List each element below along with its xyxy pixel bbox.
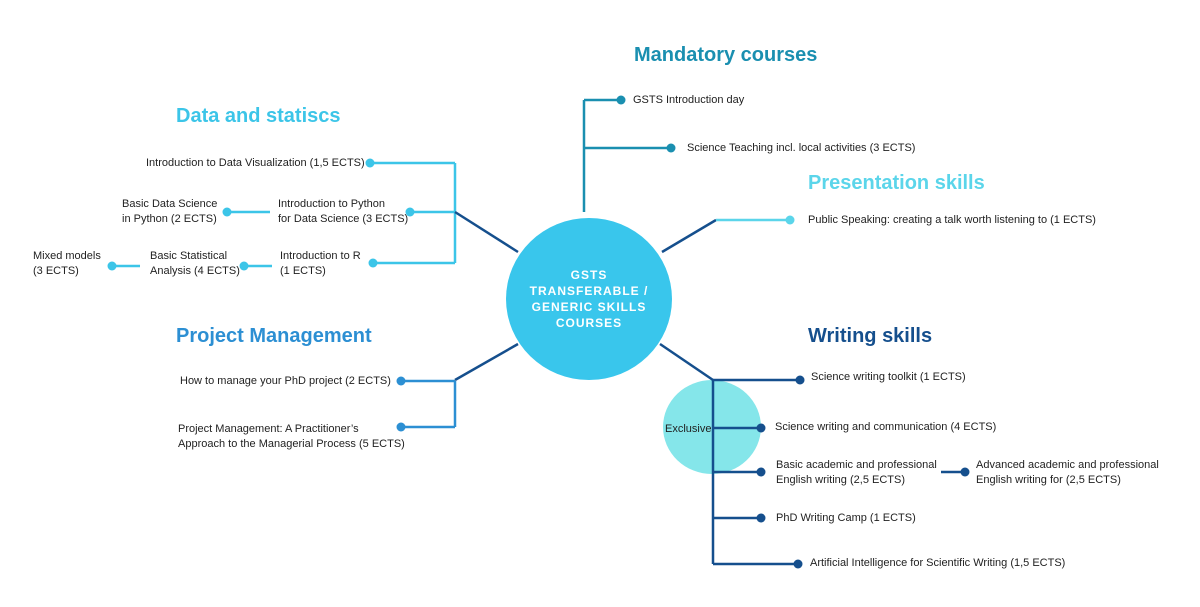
course-project-management[interactable]: Project Management: A Practitioner’s App… (178, 422, 405, 452)
course-line: Project Management: A Practitioner’s (178, 423, 359, 435)
data-node-dot (365, 158, 375, 168)
course-line: Analysis (4 ECTS) (150, 265, 240, 277)
course-line: Advanced academic and professional (976, 459, 1159, 471)
data-heading: Data and statiscs (176, 105, 341, 127)
presentation-connector (661, 218, 717, 254)
presentation-heading: Presentation skills (808, 172, 985, 194)
course-data-visualization[interactable]: Introduction to Data Visualization (1,5 … (146, 157, 365, 169)
data-node-dot (107, 261, 117, 271)
course-line: Introduction to R (280, 250, 361, 262)
course-ai-scientific-writing[interactable]: Artificial Intelligence for Scientific W… (810, 557, 1066, 569)
course-science-writing-toolkit[interactable]: Science writing toolkit (1 ECTS) (811, 371, 966, 383)
course-line: for Data Science (3 ECTS) (278, 213, 409, 225)
course-manage-phd-project[interactable]: How to manage your PhD project (2 ECTS) (180, 375, 391, 387)
data-node-dot (222, 207, 232, 217)
course-line: Approach to the Managerial Process (5 EC… (178, 438, 405, 450)
course-line: (3 ECTS) (33, 265, 79, 277)
course-science-teaching[interactable]: Science Teaching incl. local activities … (687, 142, 916, 154)
course-line: (1 ECTS) (280, 265, 326, 277)
writing-node-dot (793, 559, 803, 569)
data-connector (454, 210, 519, 254)
pm-heading: Project Management (176, 325, 372, 347)
data-node-dot (239, 261, 249, 271)
data-node-dot (368, 258, 378, 268)
course-line: English writing for (2,5 ECTS) (976, 474, 1121, 486)
course-introduction-to-r[interactable]: Introduction to R (1 ECTS) (280, 249, 361, 279)
mandatory-heading: Mandatory courses (634, 44, 818, 66)
course-line: Basic Data Science (122, 198, 218, 210)
course-mixed-models[interactable]: Mixed models (3 ECTS) (33, 249, 101, 279)
mandatory-node-dot (616, 95, 626, 105)
exclusive-label: Exclusive (665, 423, 712, 435)
course-line: in Python (2 ECTS) (122, 213, 217, 225)
course-science-writing-communication[interactable]: Science writing and communication (4 ECT… (775, 421, 997, 433)
course-gsts-introduction-day[interactable]: GSTS Introduction day (633, 94, 745, 106)
writing-node-dot (756, 423, 766, 433)
course-python-data-science[interactable]: Introduction to Python for Data Science … (278, 197, 408, 227)
course-line: Introduction to Python (278, 198, 386, 210)
center-label: GSTS TRANSFERABLE / GENERIC SKILLS COURS… (529, 268, 649, 330)
course-line: Basic academic and professional (776, 459, 937, 471)
writing-branch-lines (711, 378, 965, 566)
writing-node-dot (960, 467, 970, 477)
course-line: Mixed models (33, 250, 101, 262)
writing-heading: Writing skills (808, 325, 933, 347)
writing-node-dot (756, 467, 766, 477)
course-basic-data-science[interactable]: Basic Data Science in Python (2 ECTS) (122, 197, 217, 227)
mandatory-branch-lines (582, 98, 671, 212)
course-line: English writing (2,5 ECTS) (776, 474, 905, 486)
pm-node-dot (396, 422, 406, 432)
pm-connector (454, 342, 519, 382)
presentation-node-dot (785, 215, 795, 225)
mandatory-node-dot (666, 143, 676, 153)
data-node-dot (405, 207, 415, 217)
course-phd-writing-camp[interactable]: PhD Writing Camp (1 ECTS) (776, 512, 916, 524)
course-public-speaking[interactable]: Public Speaking: creating a talk worth l… (808, 214, 1096, 226)
course-basic-statistical-analysis[interactable]: Basic Statistical Analysis (4 ECTS) (150, 249, 240, 279)
course-line: Basic Statistical (150, 250, 228, 262)
writing-node-dot (795, 375, 805, 385)
writing-node-dot (756, 513, 766, 523)
center-node: GSTS TRANSFERABLE / GENERIC SKILLS COURS… (506, 218, 672, 380)
writing-connector (659, 342, 714, 382)
pm-branch-lines (401, 379, 457, 429)
course-basic-english-writing[interactable]: Basic academic and professional English … (776, 458, 937, 488)
pm-node-dot (396, 376, 406, 386)
course-advanced-english-writing[interactable]: Advanced academic and professional Engli… (976, 458, 1159, 488)
